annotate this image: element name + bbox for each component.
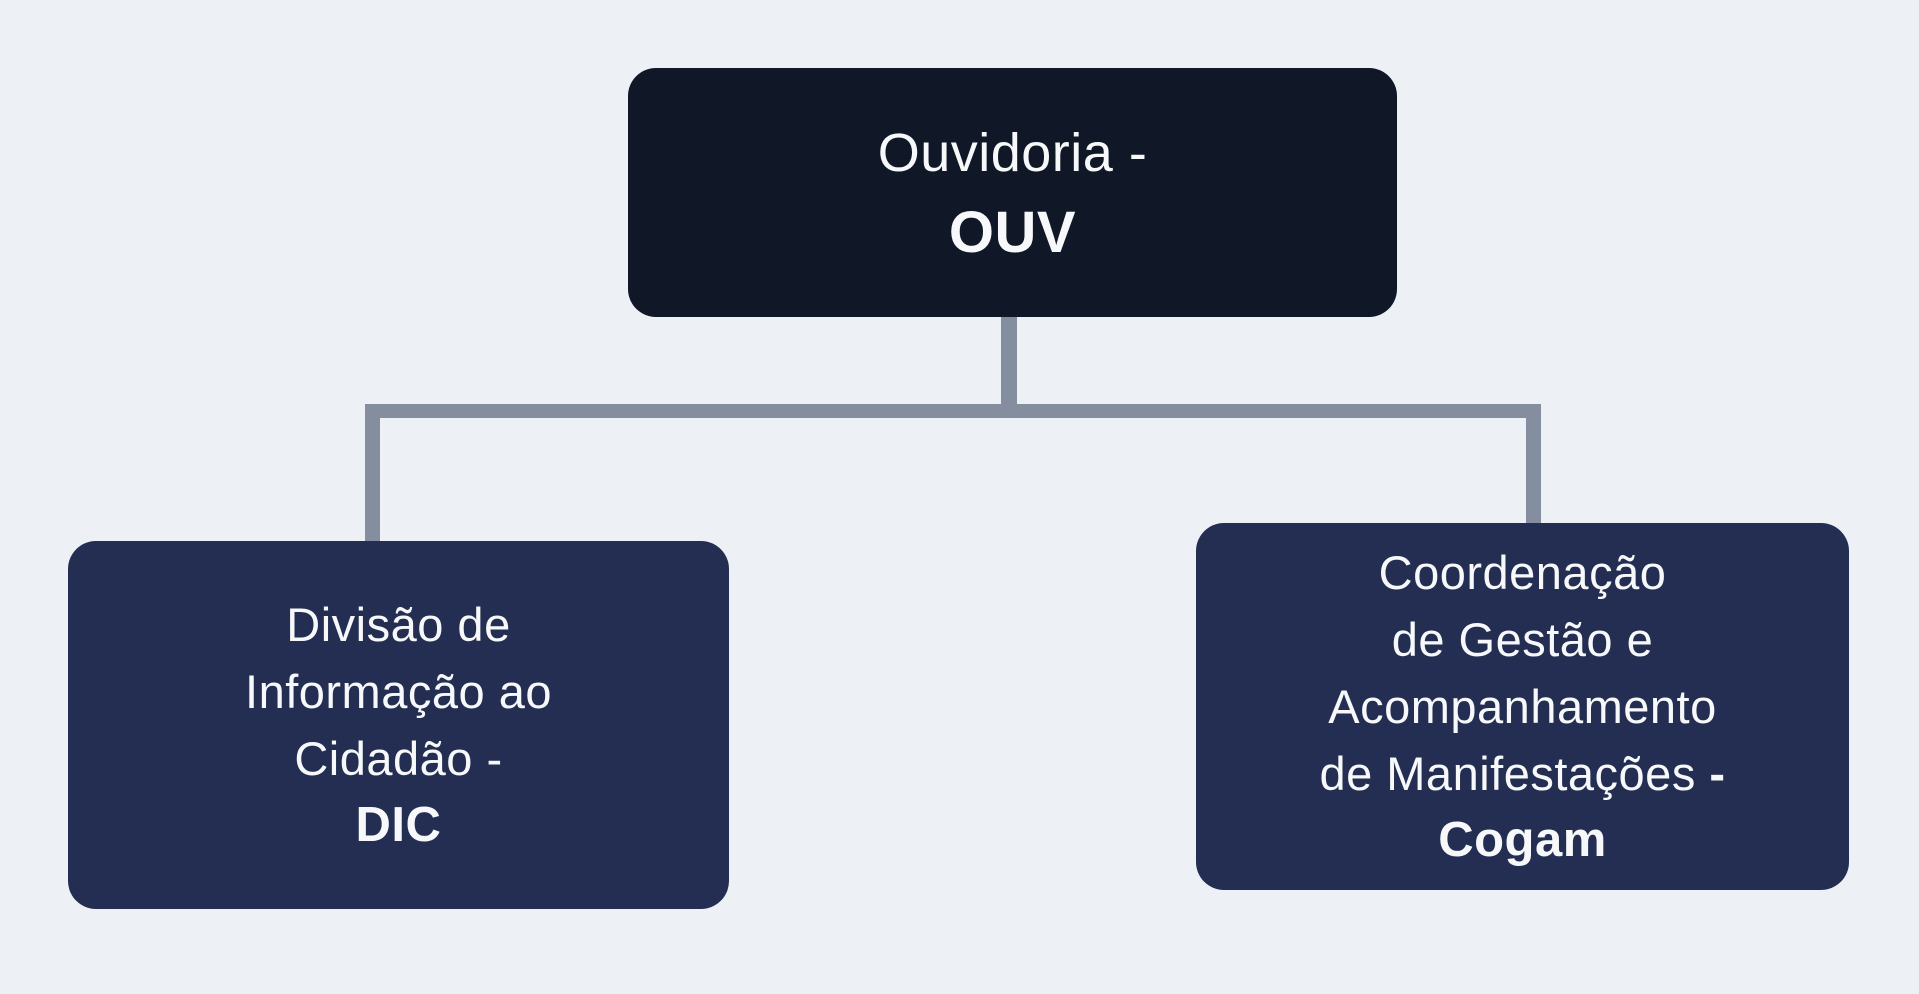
connector-horizontal-line [365,404,1541,418]
connector-trunk-line [1001,317,1017,418]
connector-left-drop-line [365,404,380,541]
org-node-cogam-acronym: Cogam [1438,813,1607,867]
org-node-cogam-label-line4: de Manifestações - [1319,740,1725,807]
org-node-cogam: Coordenação de Gestão e Acompanhamento d… [1196,523,1849,890]
org-node-ouvidoria-label: Ouvidoria - [877,122,1148,183]
org-node-dic-acronym: DIC [355,798,442,852]
org-node-dic-label-line3: Cidadão - [294,732,503,785]
org-node-dic: Divisão de Informação ao Cidadão - DIC [68,541,729,909]
org-node-cogam-label-line2: de Gestão e [1391,613,1654,666]
org-node-dic-label-line1: Divisão de [286,598,511,651]
org-node-ouvidoria-acronym: OUV [948,199,1077,265]
org-node-dic-label-line2: Informação ao [245,665,552,718]
org-node-cogam-label-line3: Acompanhamento [1328,680,1717,733]
org-node-ouvidoria: Ouvidoria - OUV [628,68,1397,317]
org-node-cogam-label-line4-hyphen: - [1709,747,1726,800]
connector-right-drop-line [1526,404,1541,523]
org-node-cogam-label-line1: Coordenação [1378,546,1667,599]
org-node-cogam-label-line4-text: de Manifestações [1319,747,1710,800]
